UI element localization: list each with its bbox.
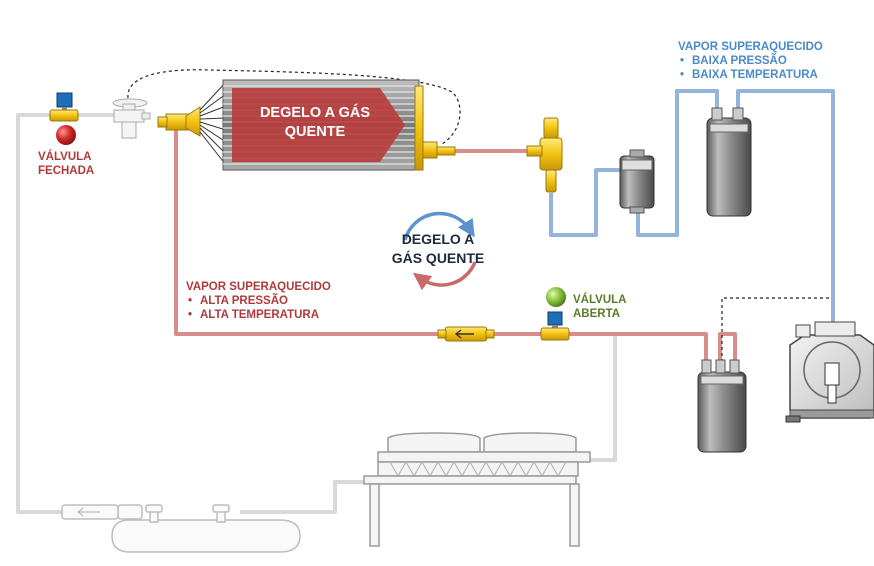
high-side-bullet-pressure: ALTA PRESSÃO — [186, 294, 331, 308]
high-side-bullet-temperature: ALTA TEMPERATURA — [186, 308, 331, 322]
low-side-bullet-temperature: BAIXA TEMPERATURA — [678, 68, 823, 82]
left-arrow-icon — [454, 329, 474, 339]
oil-separator[interactable] — [697, 359, 747, 453]
closed-valve-label-line2: FECHADA — [38, 165, 95, 177]
cycle-title: DEGELO A GÁS QUENTE — [378, 230, 498, 268]
solenoid-valve-open[interactable] — [540, 287, 570, 341]
defrost-arrow — [232, 88, 405, 162]
expansion-valve[interactable] — [112, 98, 151, 139]
high-side-title: VAPOR SUPERAQUECIDO — [186, 281, 331, 293]
circular-arrows-icon — [403, 211, 477, 291]
left-arrow-icon — [77, 507, 100, 517]
coil-defrost-label-line2: QUENTE — [284, 124, 346, 140]
coil-defrost-label-line1: DEGELO A GÁS — [259, 105, 371, 121]
evaporator-coil[interactable] — [222, 79, 456, 171]
open-valve-label-line1: VÁLVULA — [573, 294, 627, 306]
suction-line — [549, 89, 835, 355]
compressor[interactable] — [785, 321, 874, 423]
low-side-title: VAPOR SUPERAQUECIDO — [678, 41, 823, 53]
suction-filter[interactable] — [619, 149, 655, 214]
refrigerant-distributor — [157, 81, 227, 166]
open-valve-label: VÁLVULA ABERTA — [573, 293, 626, 321]
green-ball-icon — [546, 287, 566, 307]
low-side-label: VAPOR SUPERAQUECIDO BAIXA PRESSÃO BAIXA … — [678, 40, 823, 82]
coil-defrost-label: DEGELO A GÁS QUENTE — [240, 104, 390, 142]
closed-valve-label-line1: VÁLVULA — [38, 151, 92, 163]
check-valve[interactable] — [526, 117, 563, 193]
hot-gas-check-valve[interactable] — [437, 326, 495, 342]
closed-valve-label: VÁLVULA FECHADA — [38, 150, 94, 178]
cycle-title-line2: GÁS QUENTE — [391, 250, 485, 266]
pilot-lines — [127, 69, 831, 362]
open-valve-label-line2: ABERTA — [573, 308, 621, 320]
high-side-label: VAPOR SUPERAQUECIDO ALTA PRESSÃO ALTA TE… — [186, 280, 331, 322]
cycle-title-line1: DEGELO A — [401, 231, 475, 247]
low-side-bullet-pressure: BAIXA PRESSÃO — [678, 54, 823, 68]
hot-gas-line — [174, 128, 737, 362]
red-ball-icon — [56, 125, 76, 145]
condenser[interactable] — [363, 432, 591, 547]
solenoid-valve-closed[interactable] — [49, 92, 79, 145]
suction-accumulator[interactable] — [706, 107, 752, 217]
